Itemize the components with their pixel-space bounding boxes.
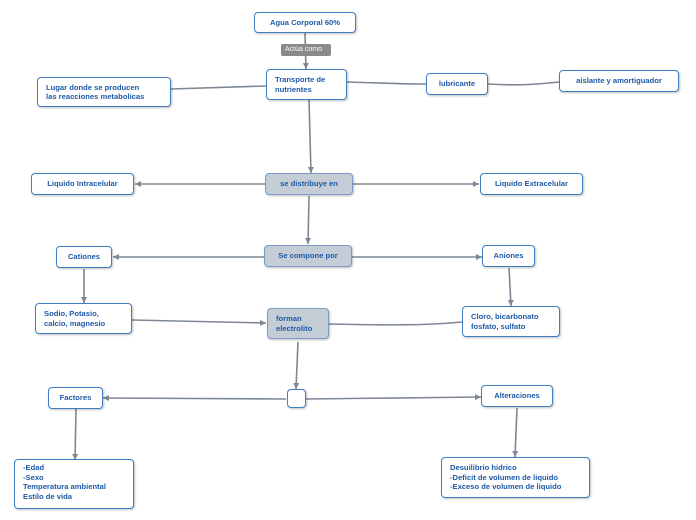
link-distributes-composed (305, 195, 312, 245)
node-aniones[interactable]: Aniones (482, 245, 535, 267)
link-electrolyte-empty (293, 341, 300, 390)
node-factores-lista[interactable]: -Edad -Sexo Temperatura ambiental Estilo… (14, 459, 134, 509)
node-factores[interactable]: Factores (48, 387, 103, 409)
node-cationes-lista[interactable]: Sodio, Potasio, calcio, magnesio (35, 303, 132, 334)
node-se-distribuye[interactable]: se distribuye en (265, 173, 353, 195)
link-lubricant-insulator (487, 81, 560, 86)
link-label-actua-como: Actúa como (281, 44, 331, 56)
node-liquido-extracelular[interactable]: Liquido Extracelular (480, 173, 583, 195)
node-aislante-amortiguador[interactable]: aislante y amortiguador (559, 70, 679, 92)
link-transport-lubricant (346, 81, 427, 85)
node-forman-electrolito[interactable]: forman electrolito (267, 308, 329, 339)
node-cationes[interactable]: Cationes (56, 246, 112, 268)
node-alteraciones-lista[interactable]: Desuilibrio hidrico -Deficit de volumen … (441, 457, 590, 498)
node-empty[interactable] (287, 389, 306, 408)
link-cationlist-electrolyte (131, 319, 267, 326)
node-se-compone[interactable]: Se compone por (264, 245, 352, 267)
link-transport-metabolic (170, 85, 267, 90)
node-transporte-nutrientes[interactable]: Transporte de nutrientes (266, 69, 347, 100)
link-anions-list (507, 267, 514, 307)
link-anionlist-electrolyte (328, 321, 463, 326)
link-transport-distributes (307, 99, 314, 174)
node-reacciones-metabolicas[interactable]: Lugar donde se producen las reacciones m… (37, 77, 171, 107)
node-aniones-lista[interactable]: Cloro, bicarbonato fosfato, sulfato (462, 306, 560, 337)
link-factors-list (72, 408, 79, 461)
link-empty-alterations (305, 394, 482, 401)
node-lubricante[interactable]: lubricante (426, 73, 488, 95)
node-agua-corporal[interactable]: Agua Corporal 60% (254, 12, 356, 33)
link-empty-factors (102, 395, 287, 402)
link-alterations-list (512, 407, 519, 458)
node-liquido-intracelular[interactable]: Liquido Intracelular (31, 173, 134, 195)
node-alteraciones[interactable]: Alteraciones (481, 385, 553, 407)
